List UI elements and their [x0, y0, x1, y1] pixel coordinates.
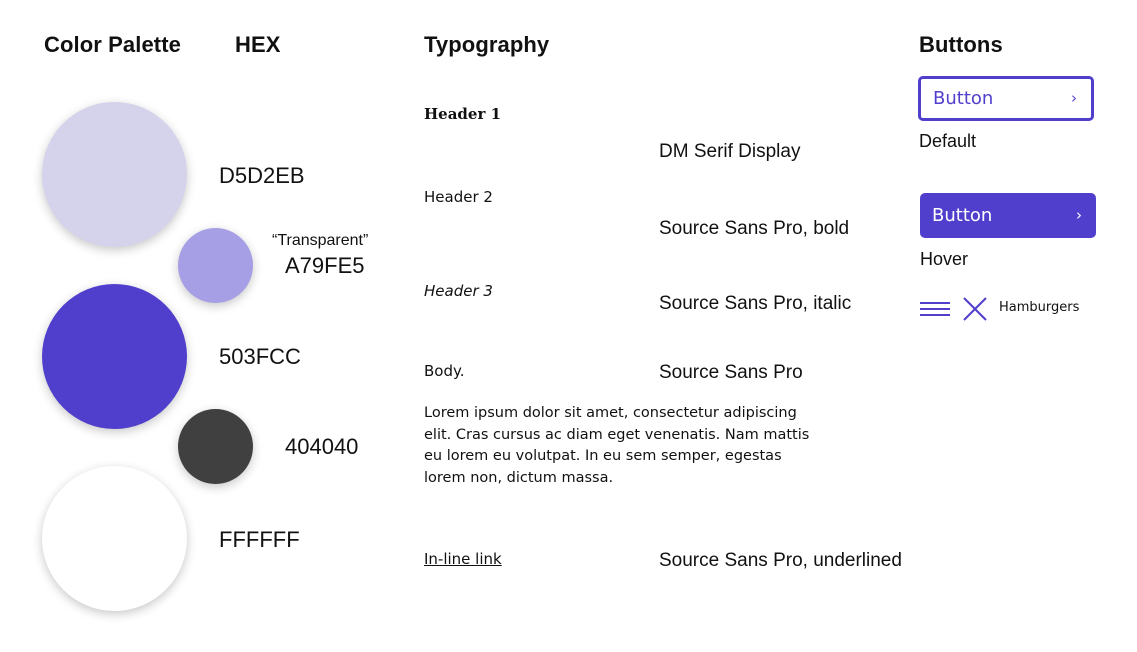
header1-sample: Header 1 — [424, 105, 502, 123]
header3-sample: Header 3 — [424, 282, 493, 300]
hex-heading: HEX — [235, 32, 281, 57]
swatch-404040 — [178, 409, 253, 484]
swatch-503fcc — [42, 284, 187, 429]
transparent-note: “Transparent” — [272, 232, 369, 249]
hover-button[interactable]: Button › — [920, 193, 1096, 238]
hex-label-503fcc: 503FCC — [219, 344, 301, 369]
header2-sample: Header 2 — [424, 188, 493, 206]
hover-button-label: Button — [932, 205, 993, 226]
buttons-heading: Buttons — [919, 32, 1003, 57]
default-state-label: Default — [919, 131, 977, 151]
chevron-right-icon: › — [1071, 89, 1077, 107]
close-icon[interactable] — [962, 296, 988, 322]
header1-font-name: DM Serif Display — [659, 141, 801, 162]
default-button-label: Button — [933, 88, 994, 109]
swatch-a79fe5 — [178, 228, 253, 303]
inline-link-sample[interactable]: In-line link — [424, 550, 502, 568]
hex-label-a79fe5: A79FE5 — [285, 253, 365, 278]
hex-label-ffffff: FFFFFF — [219, 527, 300, 552]
hex-label-d5d2eb: D5D2EB — [219, 163, 305, 188]
color-palette-heading: Color Palette — [44, 32, 181, 57]
header2-font-name: Source Sans Pro, bold — [659, 218, 850, 239]
default-button[interactable]: Button › — [918, 76, 1094, 121]
hover-state-label: Hover — [920, 249, 969, 269]
body-sample: Body. — [424, 362, 465, 380]
hamburgers-label: Hamburgers — [999, 300, 1080, 315]
chevron-right-icon: › — [1076, 206, 1082, 224]
body-font-name: Source Sans Pro — [659, 362, 803, 383]
hamburger-menu-icon[interactable] — [919, 300, 951, 318]
typography-heading: Typography — [424, 32, 550, 57]
lorem-paragraph: Lorem ipsum dolor sit amet, consectetur … — [424, 405, 810, 486]
link-font-name: Source Sans Pro, underlined — [659, 550, 902, 571]
swatch-d5d2eb — [42, 102, 187, 247]
hex-label-404040: 404040 — [285, 434, 359, 459]
swatch-ffffff — [42, 466, 187, 611]
header3-font-name: Source Sans Pro, italic — [659, 293, 852, 314]
